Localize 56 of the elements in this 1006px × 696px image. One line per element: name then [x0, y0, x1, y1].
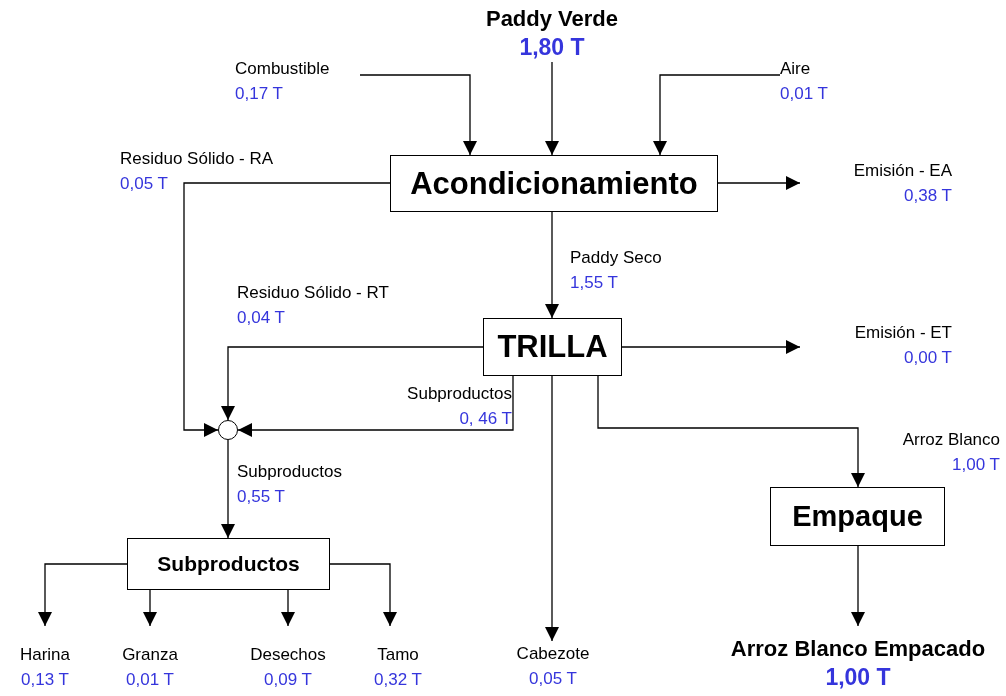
process-box: Subproductos: [127, 538, 330, 590]
flow-arrow: [545, 375, 559, 642]
flow-quantity: 0,04 T: [237, 307, 285, 329]
flow-name: Arroz Blanco Empacado: [730, 635, 986, 663]
flow-arrow: [545, 211, 559, 319]
flow-name: Subproductos: [407, 383, 512, 405]
junction-circle: [218, 420, 238, 440]
flow-name: Arroz Blanco: [902, 429, 1000, 451]
flow-arrow: [359, 74, 477, 156]
flow-quantity: 0, 46 T: [459, 408, 512, 430]
flow-arrow: [183, 182, 391, 437]
flow-name: Granza: [122, 644, 178, 666]
flow-quantity: 0,17 T: [235, 83, 283, 105]
flow-name: Tamo: [377, 644, 419, 666]
flow-quantity: 0,01 T: [126, 669, 174, 691]
flow-name: Emisión - ET: [854, 322, 952, 344]
flow-arrow: [653, 74, 781, 156]
flow-name: Harina: [19, 644, 71, 666]
flow-name: Residuo Sólido - RT: [237, 282, 389, 304]
flow-arrow: [545, 61, 559, 156]
flow-name: Paddy Verde: [485, 5, 619, 33]
flow-quantity: 1,00 T: [825, 663, 891, 692]
flow-name: Combustible: [235, 58, 330, 80]
flow-quantity: 0,38 T: [904, 185, 952, 207]
flow-quantity: 1,80 T: [519, 33, 585, 62]
flow-quantity: 0,13 T: [21, 669, 69, 691]
flow-name: Subproductos: [237, 461, 342, 483]
flow-quantity: 0,05 T: [529, 668, 577, 690]
flow-quantity: 1,00 T: [952, 454, 1000, 476]
flow-arrow: [329, 563, 397, 627]
flow-name: Cabezote: [516, 643, 590, 665]
flow-arrow: [143, 589, 157, 627]
flow-quantity: 0,00 T: [904, 347, 952, 369]
flow-arrow: [237, 375, 514, 437]
flow-name: Desechos: [250, 644, 326, 666]
flow-quantity: 1,55 T: [570, 272, 618, 294]
flow-arrow: [38, 563, 128, 627]
flow-quantity: 0,05 T: [120, 173, 168, 195]
process-box: Empaque: [770, 487, 945, 546]
flow-arrow: [281, 589, 295, 627]
flow-name: Residuo Sólido - RA: [120, 148, 274, 170]
flow-quantity: 0,32 T: [374, 669, 422, 691]
flow-name: Emisión - EA: [853, 160, 952, 182]
process-box: Acondicionamiento: [390, 155, 718, 212]
flow-arrow: [621, 340, 801, 354]
flow-arrow: [221, 439, 235, 539]
flow-arrow: [221, 346, 484, 421]
flow-arrow: [597, 375, 865, 488]
flow-quantity: 0,55 T: [237, 486, 285, 508]
flow-name: Paddy Seco: [570, 247, 662, 269]
flow-arrow: [717, 176, 801, 190]
flow-arrow: [851, 545, 865, 627]
flow-quantity: 0,09 T: [264, 669, 312, 691]
flow-quantity: 0,01 T: [780, 83, 828, 105]
process-box: TRILLA: [483, 318, 622, 376]
flow-name: Aire: [780, 58, 811, 80]
